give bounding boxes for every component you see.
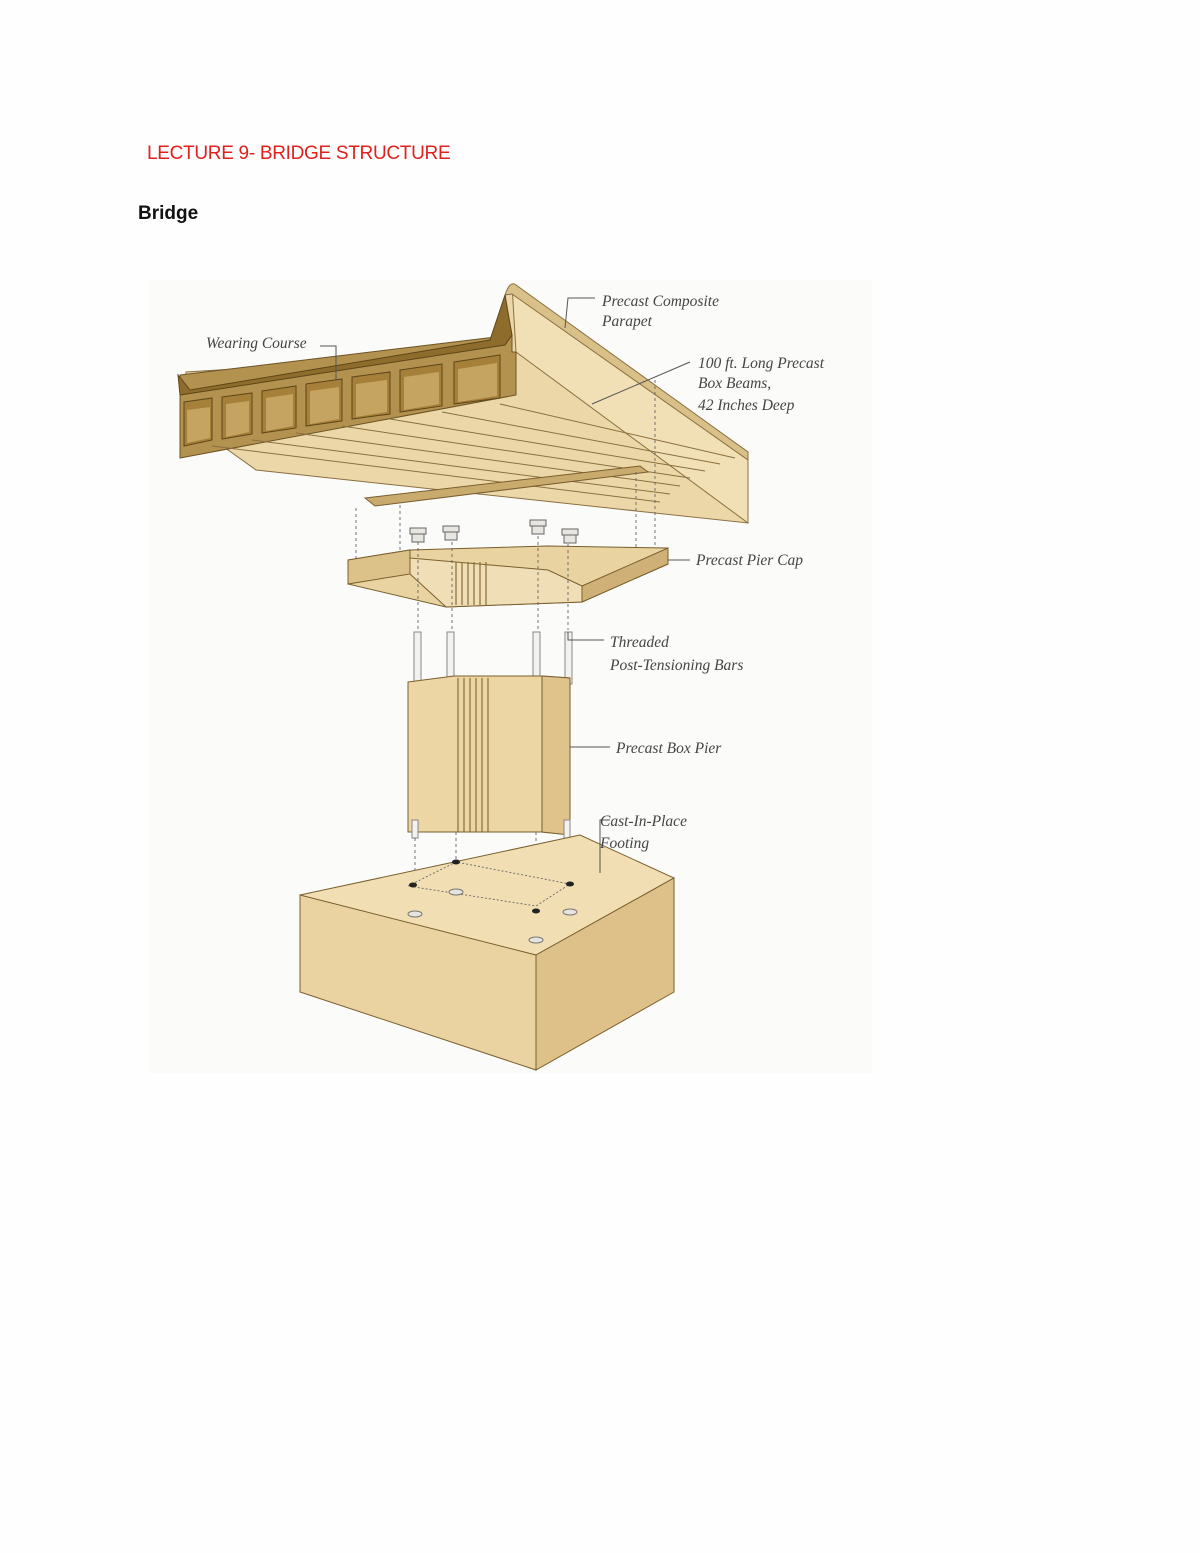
label-bars-line2: Post-Tensioning Bars (609, 657, 743, 674)
label-parapet-line2: Parapet (601, 313, 653, 330)
footing (299, 834, 676, 1071)
page-title: LECTURE 9- BRIDGE STRUCTURE (147, 143, 451, 164)
label-box-pier: Precast Box Pier (615, 740, 722, 757)
label-footing-line2: Footing (599, 835, 649, 852)
label-beams-line2: Box Beams, (698, 375, 771, 392)
box-beam-deck (177, 283, 749, 524)
bearing-pads (409, 519, 579, 544)
label-pier-cap: Precast Pier Cap (695, 552, 803, 569)
bridge-diagram: Wearing Course Precast Composite Parapet… (150, 280, 872, 1073)
label-footing-line1: Cast-In-Place (600, 813, 687, 830)
label-bars-line1: Threaded (610, 634, 669, 651)
box-pier (407, 675, 571, 839)
label-parapet-line1: Precast Composite (601, 293, 719, 310)
section-heading: Bridge (138, 203, 199, 224)
label-beams-line3: 42 Inches Deep (698, 397, 795, 414)
leader-lines (320, 297, 691, 873)
label-beams-line1: 100 ft. Long Precast (698, 355, 825, 372)
pier-cap (347, 545, 669, 608)
label-wearing-course: Wearing Course (206, 335, 307, 352)
